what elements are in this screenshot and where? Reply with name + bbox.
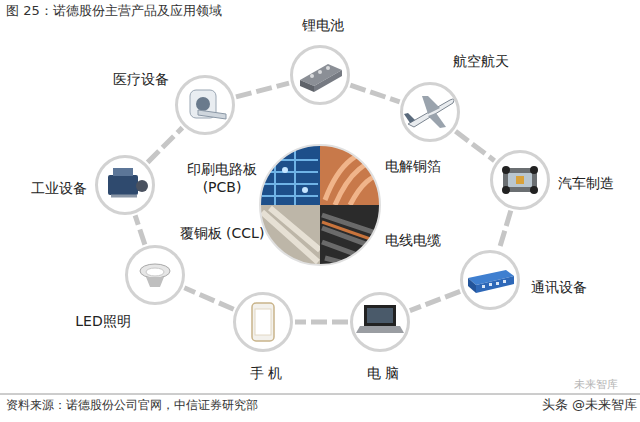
product-label: 电解铜箔 — [385, 157, 441, 175]
application-label: LED照明 — [75, 312, 130, 330]
ring-connector — [135, 215, 145, 244]
rule — [0, 394, 640, 395]
laptop-icon — [356, 305, 404, 333]
ring-connector — [184, 288, 233, 309]
application-label: 锂电池 — [302, 16, 344, 34]
center-image — [258, 143, 382, 270]
ring-connector — [456, 131, 495, 160]
engine-icon — [108, 168, 148, 196]
application-circle: 锂电池 — [290, 45, 350, 105]
application-label: 汽车制造 — [558, 174, 614, 192]
application-circle: 手 机 — [233, 292, 293, 352]
router-icon — [468, 270, 514, 293]
ring-connector — [148, 128, 183, 163]
application-label: 医疗设备 — [113, 70, 169, 88]
source-caption: 资料来源：诺德股份公司官网，中信证券研究部 — [6, 398, 258, 414]
car-icon — [502, 166, 538, 194]
led-icon — [140, 264, 170, 287]
product-label: 印刷电路板 (PCB) — [177, 160, 267, 196]
watermark: 头条 @未来智库 — [542, 397, 637, 414]
ring-connector — [499, 211, 511, 250]
application-circle: 工业设备 — [95, 155, 155, 215]
figure-title: 图 25：诺德股份主营产品及应用领域 — [6, 3, 222, 20]
application-label: 工业设备 — [31, 179, 87, 197]
application-circle: LED照明 — [125, 245, 185, 305]
ring-connector — [236, 83, 289, 97]
watermark: 未来智库 — [574, 378, 618, 392]
medical-icon — [190, 90, 226, 119]
application-circle: 汽车制造 — [490, 150, 550, 210]
application-label: 电 脑 — [367, 364, 399, 382]
plane-icon — [404, 96, 454, 128]
application-circle: 医疗设备 — [175, 75, 235, 135]
battery-icon — [300, 64, 342, 92]
application-label: 通讯设备 — [531, 278, 587, 296]
application-circle: 电 脑 — [350, 292, 410, 352]
ring-connector — [410, 291, 460, 310]
application-circle: 通讯设备 — [460, 250, 520, 310]
ring-connector — [350, 85, 399, 102]
phone-icon — [252, 303, 274, 341]
application-label: 手 机 — [250, 364, 282, 382]
product-label: 覆铜板 (CCL) — [177, 224, 267, 242]
ring-connector — [295, 320, 348, 325]
application-circle: 航空航天 — [400, 82, 460, 142]
application-label: 航空航天 — [453, 52, 509, 70]
product-label: 电线电缆 — [385, 231, 441, 249]
